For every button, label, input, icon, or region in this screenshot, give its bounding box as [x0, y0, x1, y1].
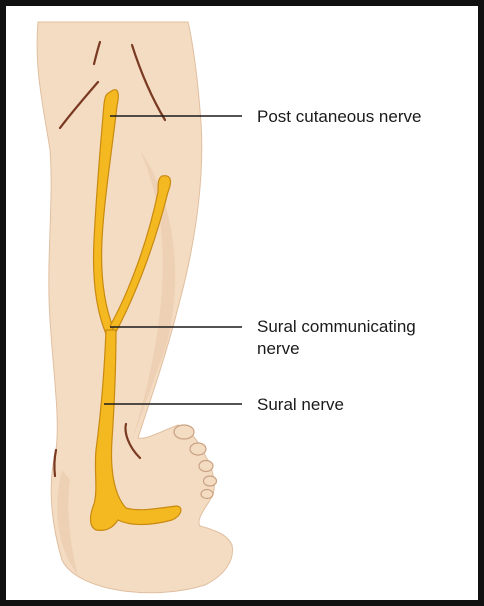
big-toe: [174, 425, 194, 439]
little-toe: [201, 490, 213, 499]
third-toe: [199, 461, 213, 472]
leg-nerve-diagram: Post cutaneous nerve Sural communicating…: [6, 6, 478, 600]
second-toe: [190, 443, 206, 455]
label-sural-communicating-line1: Sural communicating: [257, 317, 416, 336]
label-sural-communicating-line2: nerve: [257, 339, 300, 358]
fourth-toe: [204, 476, 217, 486]
label-post-cutaneous-nerve: Post cutaneous nerve: [257, 107, 421, 126]
label-sural-nerve: Sural nerve: [257, 395, 344, 414]
